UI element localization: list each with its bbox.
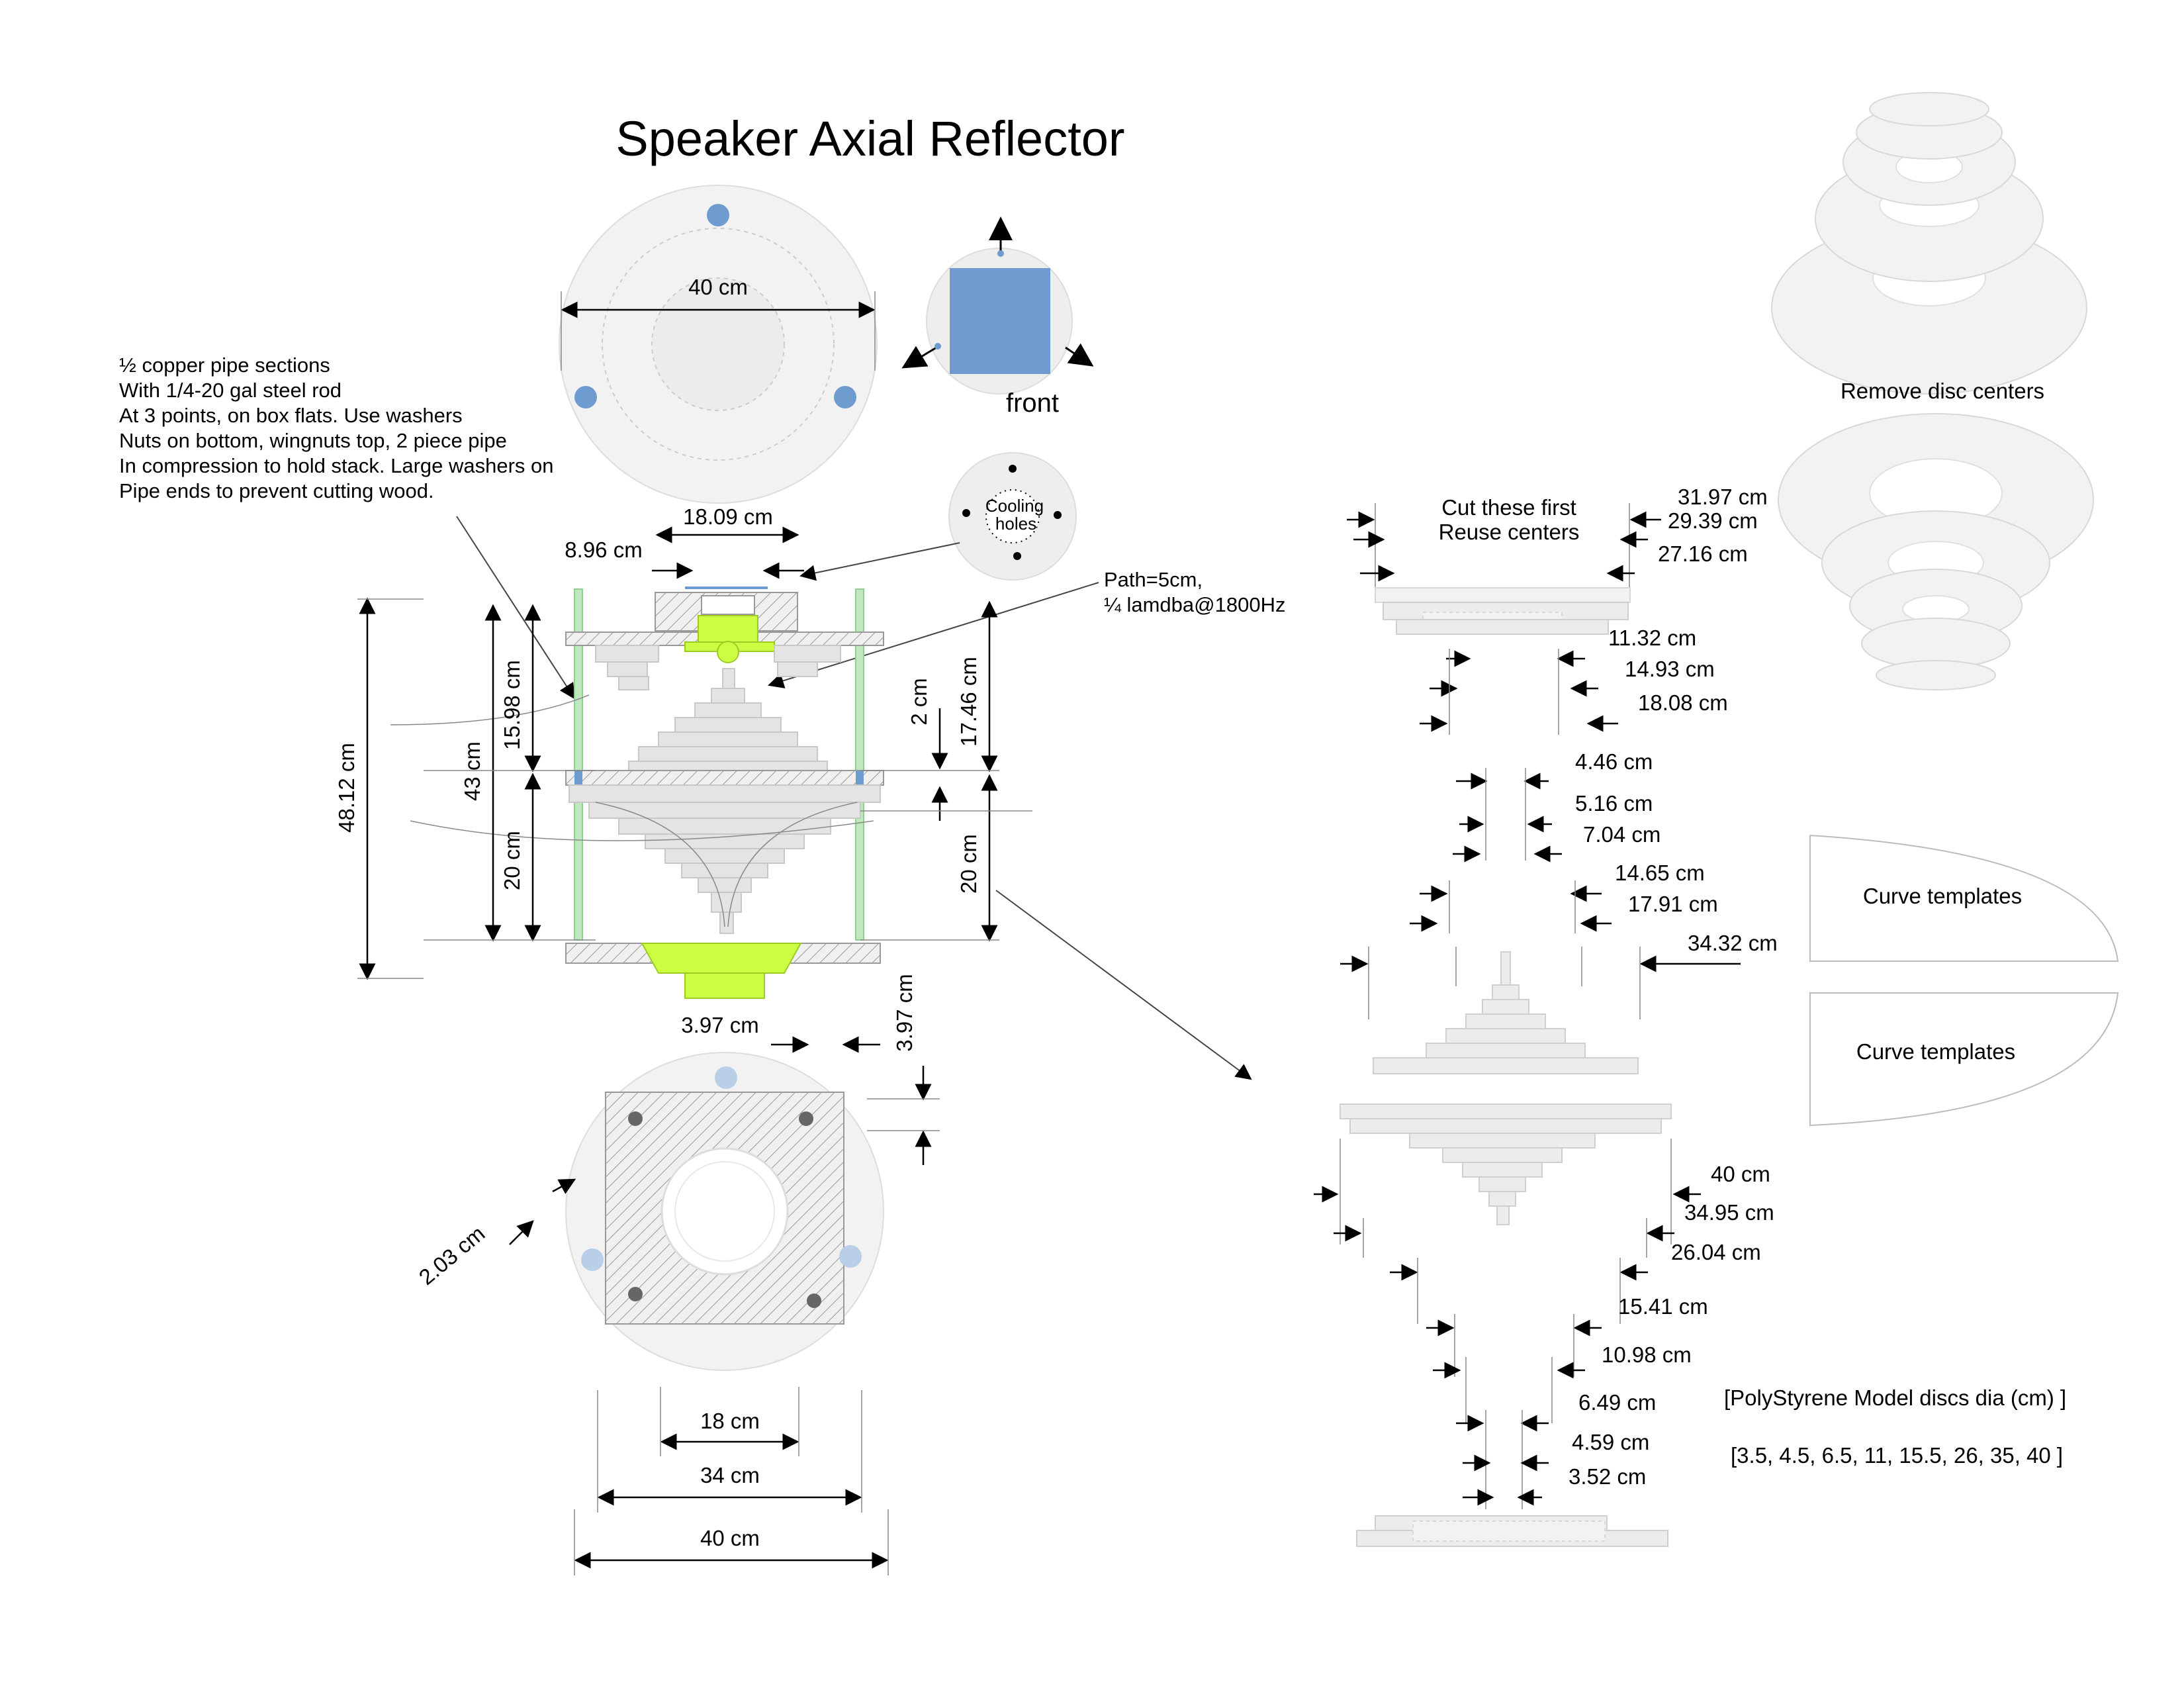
curve-template-label-2: Curve templates [1856,1039,2015,1064]
upper-stack [1373,951,1639,1074]
dim-lower-right: 20 cm [956,834,981,894]
cut-dim-1: 31.97 cm [1678,485,1768,509]
path-note: Path=5cm, ¼ lamdba@1800Hz [768,568,1285,688]
cut-dim-12: 34.32 cm [1688,931,1778,955]
dim-inner: 18 cm [700,1409,760,1433]
remove-centers-label: Remove disc centers [1841,379,2044,403]
dim-top-outer: 18.09 cm [683,504,773,529]
top-view: 40 cm [559,185,878,504]
front-label: front [1006,389,1059,418]
cut-dim-7: 4.46 cm [1575,749,1653,774]
rod-point-left [574,386,597,408]
cut-dim-5: 14.93 cm [1625,657,1715,681]
dim-total-height: 48.12 cm [334,743,359,833]
assembly-note: ½ copper pipe sections With 1/4-20 gal s… [119,353,576,700]
top-diameter-label: 40 cm [688,275,748,299]
dim-foot-width: 3.97 cm [681,1013,758,1037]
cut-dim-13: 40 cm [1711,1162,1770,1186]
note-line-1: ½ copper pipe sections [119,353,330,377]
cooling-holes-view: Cooling holes [799,452,1077,581]
dim-outer: 40 cm [700,1526,760,1550]
polystyrene-line-1: [PolyStyrene Model discs dia (cm) ] [1724,1385,2066,1410]
cut-dim-4: 11.32 cm [1608,626,1696,650]
remove-centers-top [1771,92,2087,395]
remove-centers-bottom [1778,413,2094,690]
note-line-5: In compression to hold stack. Large wash… [119,454,554,477]
curve-template-1: Curve templates [1809,835,2119,962]
cut-dim-20: 3.52 cm [1569,1464,1646,1489]
cut-dim-6: 18.08 cm [1638,690,1728,715]
cut-dim-19: 4.59 cm [1572,1430,1649,1454]
side-section: 18.09 cm 8.96 cm 48.12 cm 43 cm 15.98 cm… [334,504,1252,1165]
dim-hole-offset: 2.03 cm [414,1221,490,1289]
curve-template-label-1: Curve templates [1863,884,2022,908]
lower-cut-dims: 40 cm 34.95 cm 26.04 cm 15.41 cm 10.98 c… [1314,1139,1774,1547]
cut-note-1: Cut these first [1441,495,1576,520]
curve-template-2: Curve templates [1809,992,2119,1127]
cut-dim-3: 27.16 cm [1658,541,1748,566]
cooling-label-1: Cooling [985,496,1044,516]
dim-stack-height: 43 cm [460,741,484,801]
note-line-6: Pipe ends to prevent cutting wood. [119,479,434,502]
cut-dim-9: 7.04 cm [1583,822,1661,847]
note-line-4: Nuts on bottom, wingnuts top, 2 piece pi… [119,429,507,452]
cut-diagram: Cut these first Reuse centers 31.97 cm 2… [1314,485,1778,1547]
note-line-3: At 3 points, on box flats. Use washers [119,404,463,427]
bottom-view: 2.03 cm 18 cm 34 cm 40 cm [414,1052,889,1575]
speaker-box-icon: front [901,216,1094,418]
dim-upper-right: 17.46 cm [956,657,981,747]
dim-foot-height: 3.97 cm [892,974,917,1051]
dim-gap: 2 cm [907,678,931,726]
note-line-2: With 1/4-20 gal steel rod [119,379,341,402]
cut-dim-18: 6.49 cm [1578,1390,1656,1415]
polystyrene-line-2: [3.5, 4.5, 6.5, 11, 15.5, 26, 35, 40 ] [1731,1443,2063,1468]
dim-top-inner: 8.96 cm [565,538,642,562]
cut-dim-2: 29.39 cm [1668,508,1758,533]
path-note-line-2: ¼ lamdba@1800Hz [1104,593,1285,616]
dim-square: 34 cm [700,1463,760,1487]
rod-point-right [834,386,856,408]
dim-lower-left: 20 cm [500,831,524,890]
cut-dim-16: 15.41 cm [1618,1294,1708,1319]
cut-dim-15: 26.04 cm [1671,1240,1761,1264]
cut-note-2: Reuse centers [1439,520,1580,544]
cut-dim-10: 14.65 cm [1615,861,1705,885]
upper-cut-dims: 31.97 cm 29.39 cm 27.16 cm 11.32 cm 14.9… [1340,485,1778,1019]
cut-dim-17: 10.98 cm [1602,1342,1692,1367]
cut-dim-14: 34.95 cm [1684,1200,1774,1225]
path-note-line-1: Path=5cm, [1104,568,1203,591]
page-title: Speaker Axial Reflector [615,111,1124,166]
cooling-label-2: holes [995,514,1036,534]
lower-stack [1340,1103,1672,1225]
dim-upper: 15.98 cm [500,660,524,750]
cut-dim-11: 17.91 cm [1628,892,1718,916]
cut-dim-8: 5.16 cm [1575,791,1653,816]
rod-point-top [707,204,729,226]
